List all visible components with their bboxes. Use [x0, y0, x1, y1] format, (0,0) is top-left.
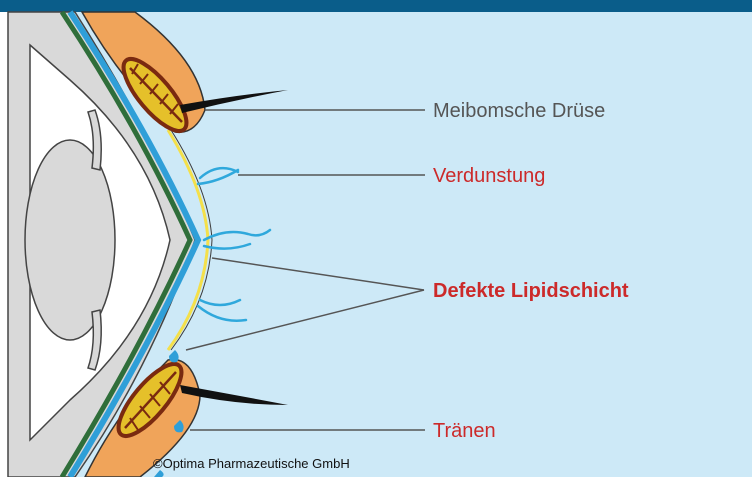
label-tears: Tränen — [433, 420, 496, 442]
label-defective-lipid-layer: Defekte Lipidschicht — [433, 280, 629, 302]
label-evaporation: Verdunstung — [433, 165, 545, 187]
copyright-notice: ©Optima Pharmazeutische GmbH — [153, 456, 350, 471]
label-meibomian-gland: Meibomsche Drüse — [433, 100, 605, 122]
lens — [25, 140, 115, 340]
